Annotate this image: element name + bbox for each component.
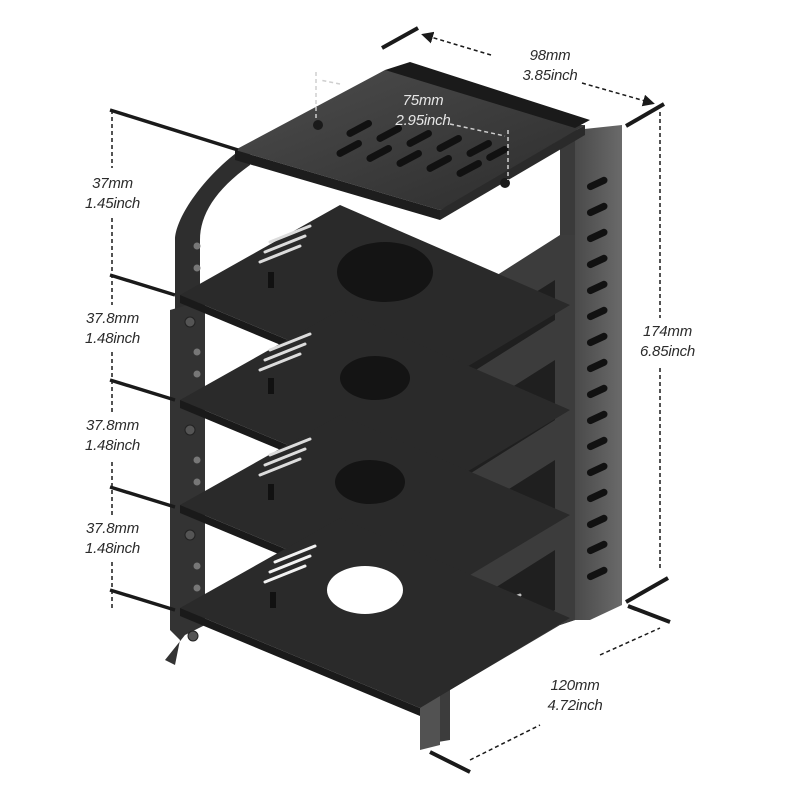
- dimension-label-tier-gap-2: 37.8mm 1.48inch: [70, 309, 155, 349]
- tier-gap-4-mm: 37.8mm: [86, 520, 139, 537]
- depth-inch: 4.72inch: [547, 697, 603, 714]
- dimension-label-tier-gap-1: 37mm 1.45inch: [70, 174, 155, 214]
- depth-mm: 120mm: [550, 677, 600, 694]
- tier-gap-3-inch: 1.48inch: [84, 437, 141, 454]
- tier-gap-4-inch: 1.48inch: [84, 540, 141, 557]
- dimension-label-depth: 120mm 4.72inch: [530, 676, 620, 716]
- dimension-label-tier-gap-3: 37.8mm 1.48inch: [70, 416, 155, 456]
- dimension-label-height: 174mm 6.85inch: [620, 322, 715, 362]
- tier-gap-2-inch: 1.48inch: [84, 330, 141, 347]
- dimension-label-hole-spacing: 75mm 2.95inch: [378, 91, 468, 131]
- dimension-lines: [109, 26, 671, 774]
- hole-spacing-mm: 75mm: [402, 92, 444, 109]
- tier-gap-3-mm: 37.8mm: [86, 417, 139, 434]
- height-inch: 6.85inch: [639, 343, 696, 360]
- top-plate: [235, 62, 590, 220]
- height-mm: 174mm: [642, 323, 693, 340]
- tier-gap-2-mm: 37.8mm: [86, 310, 139, 327]
- tier-gap-1-inch: 1.45inch: [84, 195, 141, 212]
- tier-gap-1-mm: 37mm: [92, 175, 133, 192]
- dimension-label-tier-gap-4: 37.8mm 1.48inch: [70, 519, 155, 559]
- dimension-label-top-width: 98mm 3.85inch: [495, 46, 605, 86]
- shelf-tier-4: [180, 518, 570, 716]
- top-width-inch: 3.85inch: [522, 67, 578, 84]
- top-width-mm: 98mm: [529, 47, 571, 64]
- hole-spacing-inch: 2.95inch: [395, 112, 451, 129]
